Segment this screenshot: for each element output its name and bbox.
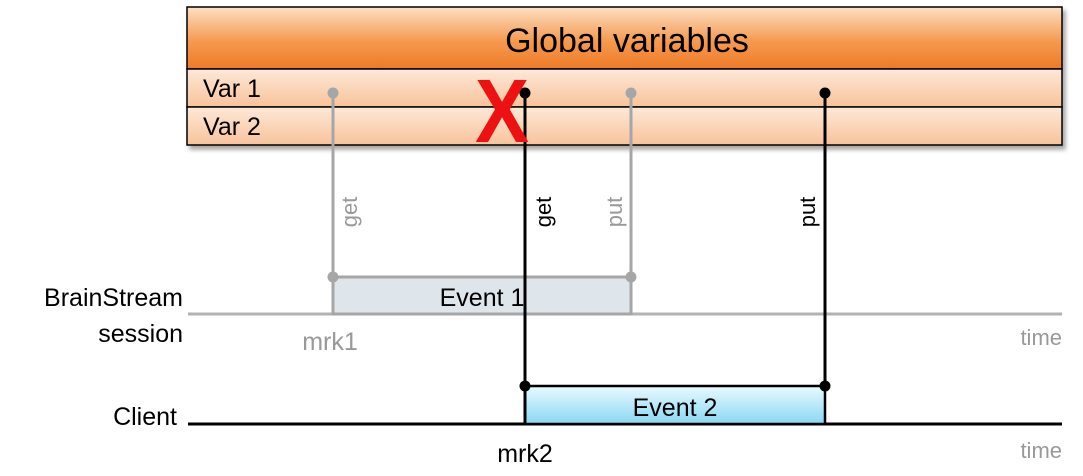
event1-box [331, 275, 633, 316]
client-time-label: time [1020, 438, 1062, 463]
event1-label: Event 1 [440, 284, 525, 312]
event1-put-label: put [602, 197, 627, 228]
event1-get-label: get [337, 197, 362, 228]
event2-get-top-dot [519, 87, 531, 99]
client-label: Client [113, 403, 177, 431]
var2-row [186, 106, 1063, 146]
global-variables-header [186, 6, 1063, 70]
event2-start-dot [519, 380, 531, 392]
var2-label: Var 2 [203, 113, 261, 141]
session-label-line2: session [98, 320, 183, 348]
event1-get-top-dot [327, 87, 339, 99]
session-time-label: time [1020, 325, 1062, 350]
session-label-line1: BrainStream [44, 284, 183, 312]
event2-put-top-dot [819, 87, 831, 99]
event1-end-dot [625, 271, 637, 283]
event2-put-label: put [795, 197, 820, 228]
var1-label: Var 1 [203, 75, 261, 103]
var1-row [186, 68, 1063, 108]
mrk2-label: mrk2 [497, 440, 553, 468]
conflict-x-mark: X [475, 61, 529, 162]
mrk1-label: mrk1 [302, 328, 358, 356]
event1-put-top-dot [625, 87, 637, 99]
event2-label: Event 2 [633, 394, 718, 422]
event1-start-dot [327, 271, 339, 283]
event2-end-dot [819, 380, 831, 392]
event2-get-label: get [531, 197, 556, 228]
global-variables-title: Global variables [505, 22, 749, 60]
